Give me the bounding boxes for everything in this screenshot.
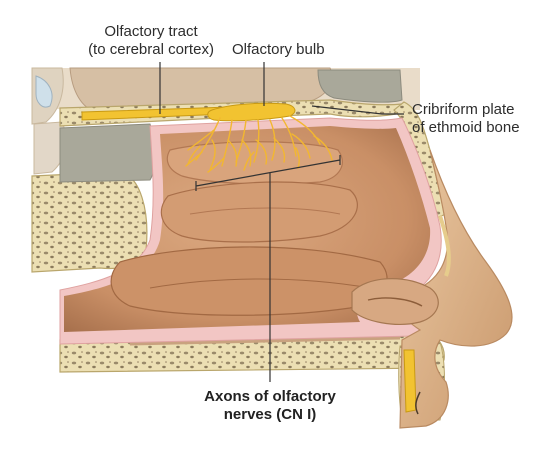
frontal-sinus [317, 69, 403, 103]
nasal-cavity [59, 117, 442, 345]
leader-lines [159, 62, 404, 382]
olfactory-bulb-group [185, 102, 333, 173]
alar-cartilage [438, 215, 451, 277]
nostril [351, 278, 439, 325]
label-cribriform-plate-line2: of ethmoid bone [412, 119, 520, 136]
inferior-concha [110, 246, 388, 316]
upper-skull-region [31, 67, 420, 175]
label-cribriform-plate: Cribriform plate of ethmoid bone [412, 101, 520, 137]
middle-concha [160, 181, 358, 243]
external-nose [351, 149, 513, 429]
nose-skin [397, 149, 513, 429]
label-axons-line1: Axons of olfactory [204, 388, 336, 405]
label-olfactory-tract-line2: (to cerebral cortex) [88, 41, 214, 58]
label-cribriform-plate-line1: Cribriform plate [412, 101, 515, 118]
label-axons-line2: nerves (CN I) [223, 406, 317, 423]
label-olfactory-bulb: Olfactory bulb [232, 41, 325, 58]
label-olfactory-tract-line1: Olfactory tract [104, 23, 198, 40]
leader-cribriform-plate [311, 105, 404, 115]
sphenoid-wall [31, 171, 148, 273]
label-olfactory-tract: Olfactory tract (to cerebral cortex) [58, 23, 244, 59]
leader-axons-bracket [195, 155, 341, 191]
olfactory-nerve-fibers [185, 115, 333, 173]
label-axons-olfactory-nerves: Axons of olfactory nerves (CN I) [180, 388, 360, 424]
superior-concha [166, 141, 343, 185]
